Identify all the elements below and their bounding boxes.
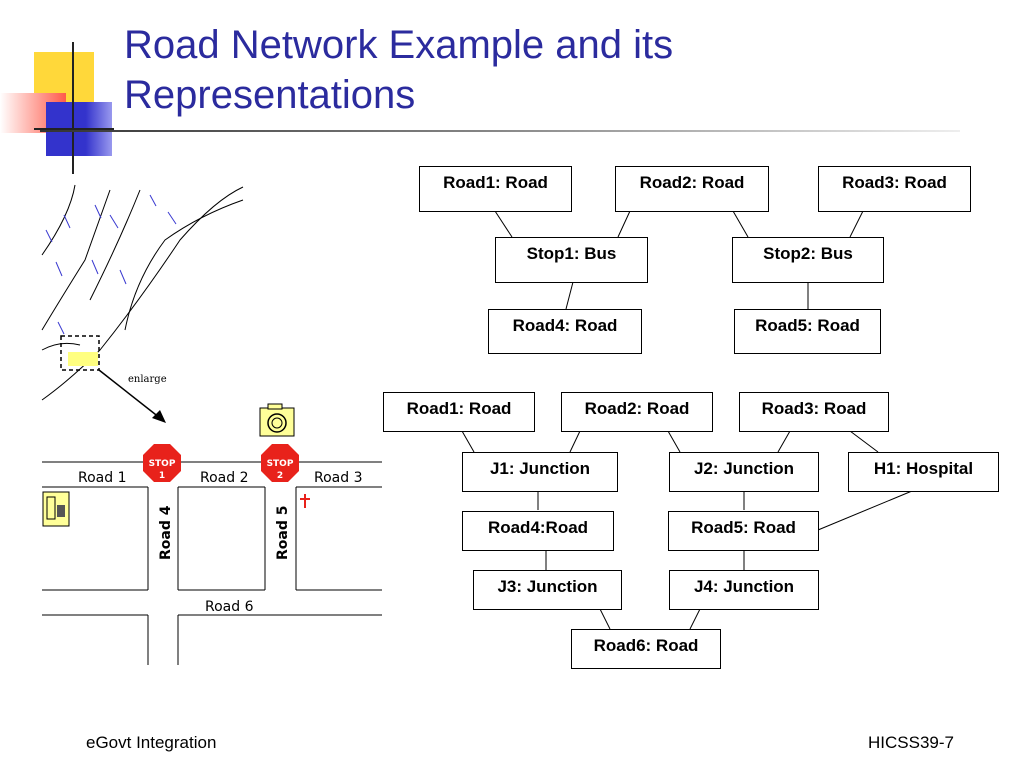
road-label-6: Road 6 <box>205 599 254 615</box>
d2-node-road1: Road1: Road <box>383 392 535 432</box>
stop-2-num: 2 <box>277 471 283 481</box>
road-map: enlarge Road 1 Road 2 Road 3 Road 4 Road… <box>41 184 382 665</box>
footer-right: HICSS39-7 <box>868 733 954 752</box>
d2-node-road4: Road4:Road <box>462 511 614 551</box>
stop-2-word: STOP <box>267 459 294 469</box>
footer-left: eGovt Integration <box>86 733 217 752</box>
stop-1-num: 1 <box>159 471 165 481</box>
stop-sign-icon: STOP 1 <box>143 444 181 482</box>
road-label-1: Road 1 <box>78 470 127 486</box>
deco-horizontal-line <box>34 128 114 130</box>
stop-1-word: STOP <box>149 459 176 469</box>
slide-title: Road Network Example and its Representat… <box>124 20 884 120</box>
d2-node-j3: J3: Junction <box>473 570 622 610</box>
d1-node-road3: Road3: Road <box>818 166 971 212</box>
road-label-4: Road 4 <box>158 505 174 560</box>
road-label-3: Road 3 <box>314 470 363 486</box>
d1-node-road2: Road2: Road <box>615 166 769 212</box>
title-rule <box>40 130 960 132</box>
stop-sign-icon: STOP 2 <box>261 444 299 482</box>
phone-booth-icon <box>42 491 70 527</box>
d1-node-stop1: Stop1: Bus <box>495 237 648 283</box>
d2-node-j1: J1: Junction <box>462 452 618 492</box>
d1-node-road1: Road1: Road <box>419 166 572 212</box>
d1-node-road5: Road5: Road <box>734 309 881 354</box>
title-line-2: Representations <box>124 73 416 117</box>
d2-node-road3: Road3: Road <box>739 392 889 432</box>
hospital-cross-icon <box>300 494 310 508</box>
d2-node-j2: J2: Junction <box>669 452 819 492</box>
road-label-2: Road 2 <box>200 470 249 486</box>
enlarge-label: enlarge <box>128 374 167 385</box>
d1-node-road4: Road4: Road <box>488 309 642 354</box>
road-label-5: Road 5 <box>275 506 291 560</box>
d2-node-road5: Road5: Road <box>668 511 819 551</box>
title-line-1: Road Network Example and its <box>124 23 674 67</box>
d1-node-stop2: Stop2: Bus <box>732 237 884 283</box>
camera-icon <box>259 403 295 437</box>
d2-node-h1: H1: Hospital <box>848 452 999 492</box>
d2-node-road6: Road6: Road <box>571 629 721 669</box>
d2-node-j4: J4: Junction <box>669 570 819 610</box>
d2-node-road2: Road2: Road <box>561 392 713 432</box>
deco-vertical-line <box>72 42 74 174</box>
